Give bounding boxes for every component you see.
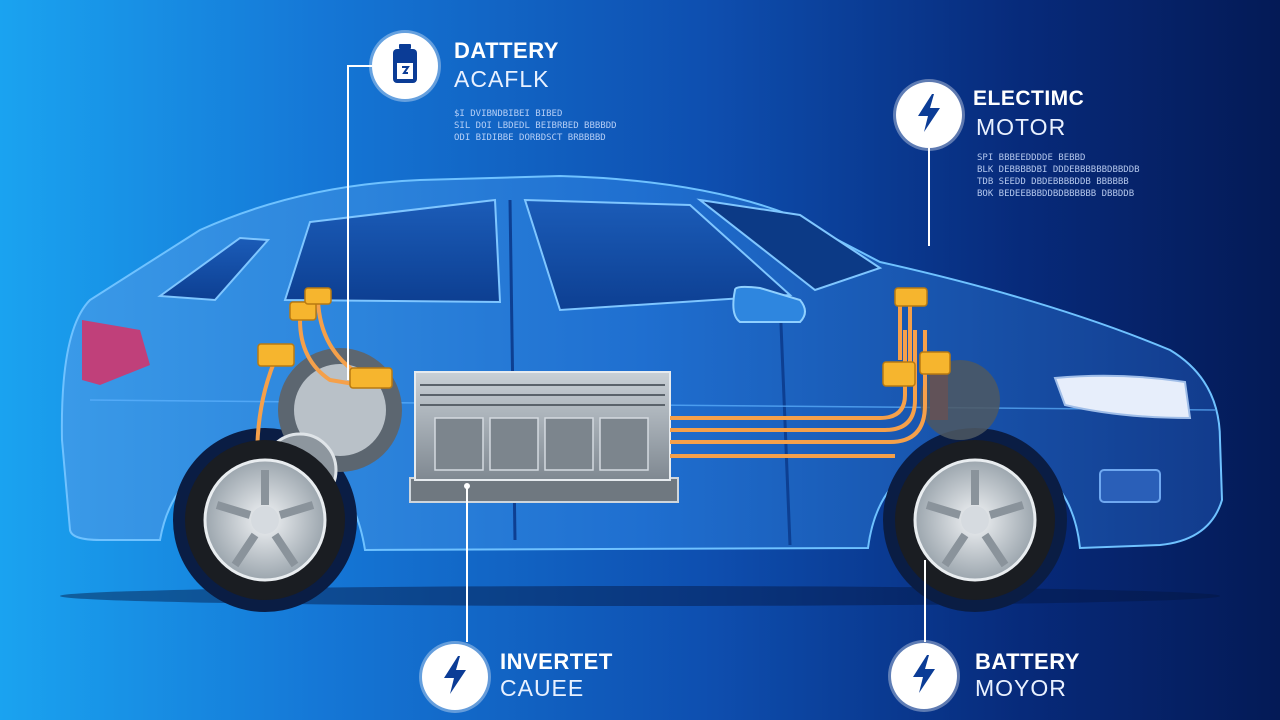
battery-icon: [388, 43, 422, 90]
front-suspension: [920, 360, 1000, 440]
battery-pack-details: $I DVIBNDBIBEI BIBED SIL DOI LBDEDL BEIB…: [454, 108, 617, 144]
battery-pack-title: DATTERY: [454, 38, 559, 63]
battery-motor-badge: [891, 643, 957, 709]
inverter-badge: [422, 644, 488, 710]
electric-motor-title: ELECTIMC: [973, 87, 1085, 110]
electric-motor-badge: [896, 82, 962, 148]
headlight: [1053, 374, 1192, 420]
electric-motor-details: SPI BBBEEDDDDE BEBBD BLK DEBBBBDBI DDDEB…: [977, 152, 1140, 200]
detail-line: SPI BBBEEDDDDE BEBBD: [977, 153, 1086, 163]
front-wheel: [895, 440, 1055, 600]
windshield: [696, 198, 883, 292]
inverter-cable-subtitle: CAUEE: [500, 675, 585, 701]
lightning-bolt-icon: [440, 655, 470, 700]
battery-badge: [372, 33, 438, 99]
battery-motor-title: BATTERY: [975, 649, 1080, 674]
inverter-cable-title: INVERTET: [500, 649, 613, 674]
rear-wheel: [185, 440, 345, 600]
connectors: [253, 287, 981, 517]
rear-window: [157, 236, 271, 302]
front-door-window: [523, 198, 793, 312]
battery-motor-subtitle: MOYOR: [975, 675, 1067, 701]
detail-line: $I DVIBNDBIBEI BIBED: [454, 109, 563, 119]
detail-line: BOK BEDEEBBBDDBDBBBBBB DBBDDB: [977, 189, 1135, 199]
detail-line: SIL DOI LBDEDL BEIBRBED BBBBDD: [454, 121, 617, 131]
electric-motor-subtitle: MOTOR: [976, 114, 1067, 140]
callout-leader-lines: [347, 65, 930, 642]
battery-pack-subtitle: ACAFLK: [454, 66, 550, 92]
detail-line: TDB SEEDD DBDEBBBBDDB BBBBBB: [977, 177, 1129, 187]
lightning-bolt-icon: [914, 93, 944, 138]
side-mirror: [732, 285, 806, 323]
battery-pack: [409, 371, 679, 503]
rear-door-window: [283, 198, 502, 304]
lightning-bolt-icon: [909, 654, 939, 699]
detail-line: ODI BIDIBBE DORBDSCT BRBBBBD: [454, 133, 606, 143]
tail-light: [82, 320, 150, 385]
detail-line: BLK DEBBBBDBI DDDEBBBBBBDBBDDB: [977, 165, 1140, 175]
high-voltage-cables: [670, 295, 927, 458]
